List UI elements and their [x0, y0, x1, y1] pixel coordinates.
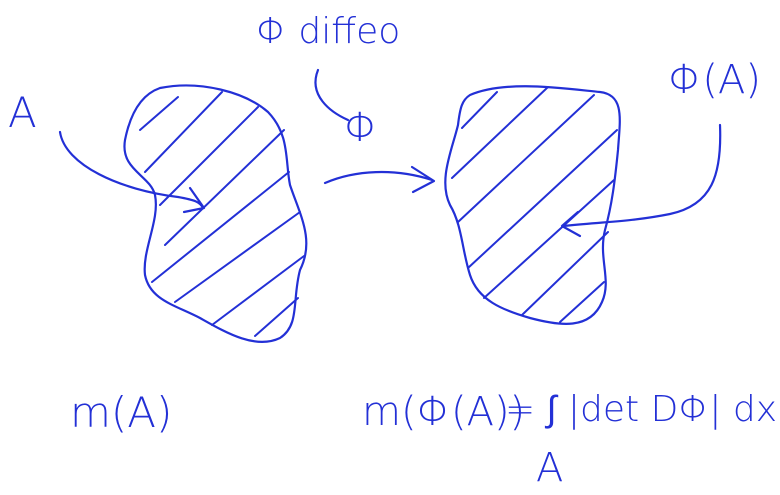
label-phi-diffeo: Φ diffeo	[256, 11, 401, 52]
formula-measure-a: m(A)	[70, 388, 173, 437]
map-arrow	[323, 170, 434, 185]
region-a-outline	[123, 84, 308, 343]
region-a-hatching	[139, 91, 305, 337]
label-phi-of-a: Φ(A)	[668, 57, 761, 103]
diffeo-pointer-arrow	[314, 68, 350, 122]
pointer-a-arrow	[58, 130, 205, 210]
formula-measure-phi-a-lhs: m(Φ(A))	[362, 389, 526, 435]
map-arrowhead	[410, 165, 436, 194]
pointer-phi-a-arrowhead	[560, 210, 582, 238]
region-phi-a-outline	[444, 85, 621, 325]
label-set-a: A	[8, 88, 37, 137]
pointer-phi-a-arrow	[561, 123, 722, 228]
formula-measure-phi-a-rhs: = ∫ |det DΦ| dx	[505, 389, 778, 430]
label-phi-map: Φ	[344, 105, 379, 151]
pointer-a-arrowhead	[182, 186, 206, 214]
region-phi-a-hatching	[451, 86, 618, 323]
formula-integral-domain: A	[536, 445, 564, 491]
